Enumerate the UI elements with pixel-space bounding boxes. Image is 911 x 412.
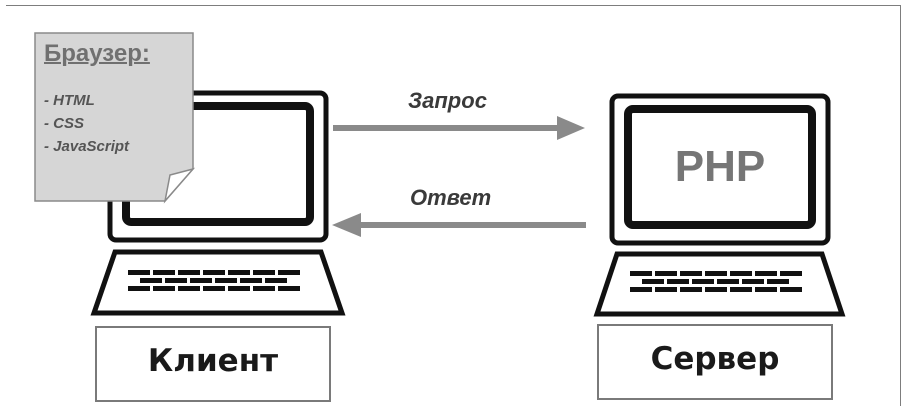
server-caption-box: [597, 324, 833, 400]
server-caption: Сервер: [650, 341, 780, 377]
server-computer: [593, 93, 846, 400]
client-caption: Клиент: [147, 343, 279, 379]
server-keys: [630, 271, 802, 292]
diagram-frame: [6, 5, 901, 406]
note-item-javascript: - JavaScript: [44, 138, 130, 155]
response-arrow: [332, 213, 586, 237]
note-folded-corner: [163, 167, 196, 204]
browser-note: [34, 32, 196, 204]
note-item-html: - HTML: [44, 92, 95, 109]
php-screen-text: PHP: [674, 142, 766, 191]
request-arrow: [333, 116, 585, 140]
request-label: Запрос: [408, 88, 487, 113]
client-keys: [128, 270, 300, 291]
note-item-css: - CSS: [44, 115, 85, 132]
client-caption-box: [95, 326, 331, 402]
note-title: Браузер:: [44, 40, 150, 67]
response-label: Ответ: [410, 185, 492, 210]
server-screen: [624, 105, 816, 229]
